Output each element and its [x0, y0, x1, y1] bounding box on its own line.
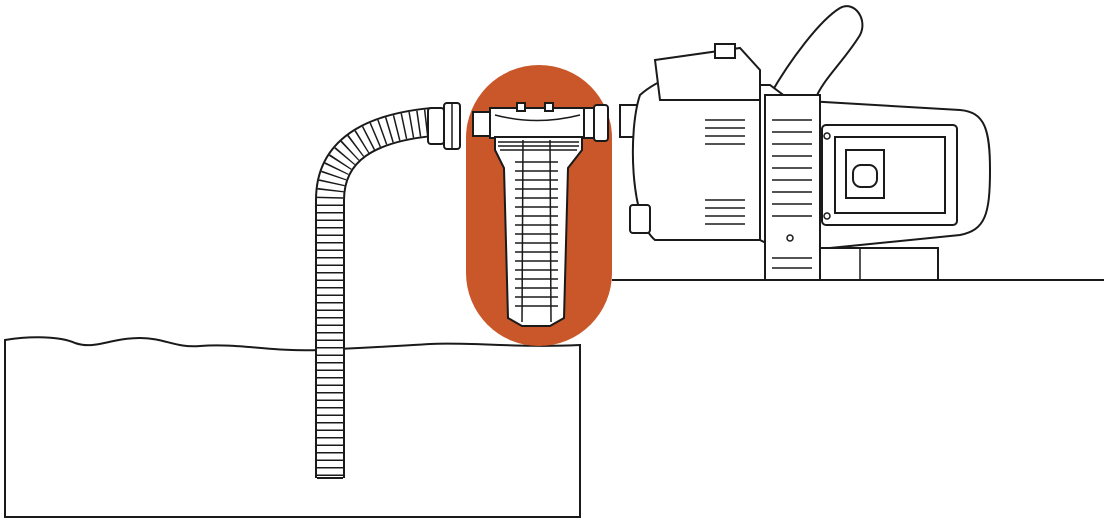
pre-filter — [472, 102, 609, 327]
water-tank — [4, 336, 581, 518]
suction-hose — [315, 107, 434, 479]
hose-connector — [427, 102, 461, 150]
garden-pump — [619, 5, 992, 281]
